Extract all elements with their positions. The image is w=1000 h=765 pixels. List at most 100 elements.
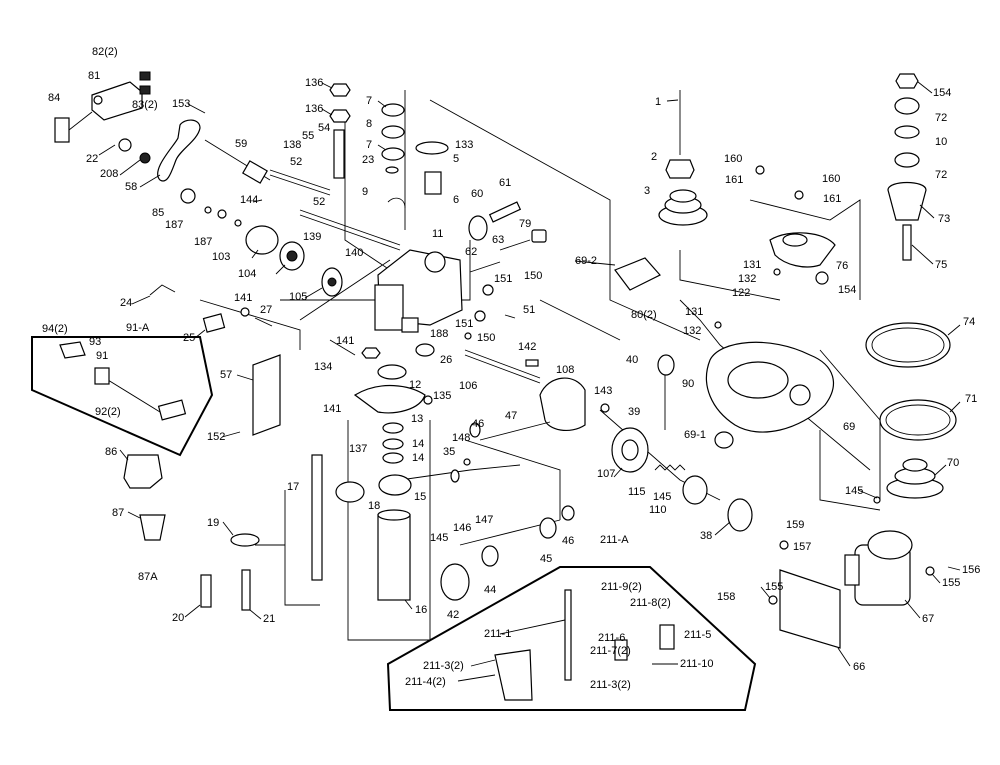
callout-75: 75: [935, 259, 947, 271]
callout-63: 63: [492, 234, 504, 246]
callout-143: 143: [594, 385, 612, 397]
callout-187-b: 187: [194, 236, 212, 248]
callout-45: 45: [540, 553, 552, 565]
callout-211-4-2: 211-4(2): [405, 676, 446, 688]
callout-151-b: 151: [455, 318, 473, 330]
part-shapes: [31, 71, 957, 711]
callout-73: 73: [938, 213, 950, 225]
callout-156: 156: [962, 564, 980, 576]
assembly-guide-lines: [199, 90, 881, 641]
callout-132-a: 132: [738, 273, 756, 285]
callout-72-a: 72: [935, 112, 947, 124]
callout-133: 133: [455, 139, 473, 151]
callout-91: 91: [96, 350, 108, 362]
callout-141-b: 141: [336, 335, 354, 347]
callout-46-a: 46: [472, 418, 484, 430]
callout-69: 69: [843, 421, 855, 433]
callout-136-b: 136: [305, 103, 323, 115]
callout-86: 86: [105, 446, 117, 458]
leader-lines: [98, 81, 961, 682]
callout-140: 140: [345, 247, 363, 259]
callout-19: 19: [207, 517, 219, 529]
callout-136-a: 136: [305, 77, 323, 89]
callout-145-a: 145: [653, 491, 671, 503]
callout-21: 21: [263, 613, 275, 625]
callout-15: 15: [414, 491, 426, 503]
callout-1: 1: [655, 96, 661, 108]
callout-55: 55: [302, 130, 314, 142]
callout-74: 74: [963, 316, 975, 328]
callout-145-c: 145: [430, 532, 448, 544]
callout-7-a: 7: [366, 95, 372, 107]
callout-131-a: 131: [743, 259, 761, 271]
callout-135: 135: [433, 390, 451, 402]
callout-104: 104: [238, 268, 256, 280]
callout-108: 108: [556, 364, 574, 376]
callout-132-b: 132: [683, 325, 701, 337]
callout-3: 3: [644, 185, 650, 197]
callout-145-b: 145: [845, 485, 863, 497]
callout-57: 57: [220, 369, 232, 381]
callout-146: 146: [453, 522, 471, 534]
callout-84: 84: [48, 92, 60, 104]
callout-46-b: 46: [562, 535, 574, 547]
callout-122: 122: [732, 287, 750, 299]
callout-20: 20: [172, 612, 184, 624]
callout-38: 38: [700, 530, 712, 542]
callout-5: 5: [453, 153, 459, 165]
callout-27: 27: [260, 304, 272, 316]
callout-211-a: 211-A: [600, 534, 629, 546]
callout-67: 67: [922, 613, 934, 625]
callout-211-3-2-a: 211-3(2): [423, 660, 464, 672]
callout-107: 107: [597, 468, 615, 480]
callout-17: 17: [287, 481, 299, 493]
callout-211-8-2: 211-8(2): [630, 597, 671, 609]
callout-6: 6: [453, 194, 459, 206]
callout-105: 105: [289, 291, 307, 303]
callout-134: 134: [314, 361, 332, 373]
callout-138: 138: [283, 139, 301, 151]
callout-14-b: 14: [412, 452, 424, 464]
callout-144: 144: [240, 194, 258, 206]
callout-115: 115: [628, 486, 646, 498]
callout-159: 159: [786, 519, 804, 531]
callout-52-a: 52: [290, 156, 302, 168]
callout-44: 44: [484, 584, 496, 596]
callout-142: 142: [518, 341, 536, 353]
callout-150-b: 150: [477, 332, 495, 344]
callout-2: 2: [651, 151, 657, 163]
callout-79: 79: [519, 218, 531, 230]
callout-150-a: 150: [524, 270, 542, 282]
callout-58: 58: [125, 181, 137, 193]
callout-26: 26: [440, 354, 452, 366]
callout-76: 76: [836, 260, 848, 272]
callout-154-a: 154: [933, 87, 951, 99]
callout-54: 54: [318, 122, 330, 134]
callout-47: 47: [505, 410, 517, 422]
callout-160-b: 160: [822, 173, 840, 185]
callout-188: 188: [430, 328, 448, 340]
callout-141-a: 141: [234, 292, 252, 304]
callout-106: 106: [459, 380, 477, 392]
callout-62: 62: [465, 246, 477, 258]
callout-160-a: 160: [724, 153, 742, 165]
callout-71: 71: [965, 393, 977, 405]
callout-211-3-2-b: 211-3(2): [590, 679, 631, 691]
callout-25: 25: [183, 332, 195, 344]
callout-8: 8: [366, 118, 372, 130]
callout-141-c: 141: [323, 403, 341, 415]
callout-148: 148: [452, 432, 470, 444]
callout-61: 61: [499, 177, 511, 189]
callout-155-b: 155: [942, 577, 960, 589]
callout-103: 103: [212, 251, 230, 263]
callout-93: 93: [89, 336, 101, 348]
callout-90: 90: [682, 378, 694, 390]
callout-187-a: 187: [165, 219, 183, 231]
callout-161-a: 161: [725, 174, 743, 186]
callout-18: 18: [368, 500, 380, 512]
callout-39: 39: [628, 406, 640, 418]
callout-154-b: 154: [838, 284, 856, 296]
callout-labels: 82(2) 81 83(2) 84 153 22 208 58 59 136 1…: [42, 46, 980, 691]
belt-71-shape: [879, 399, 957, 441]
